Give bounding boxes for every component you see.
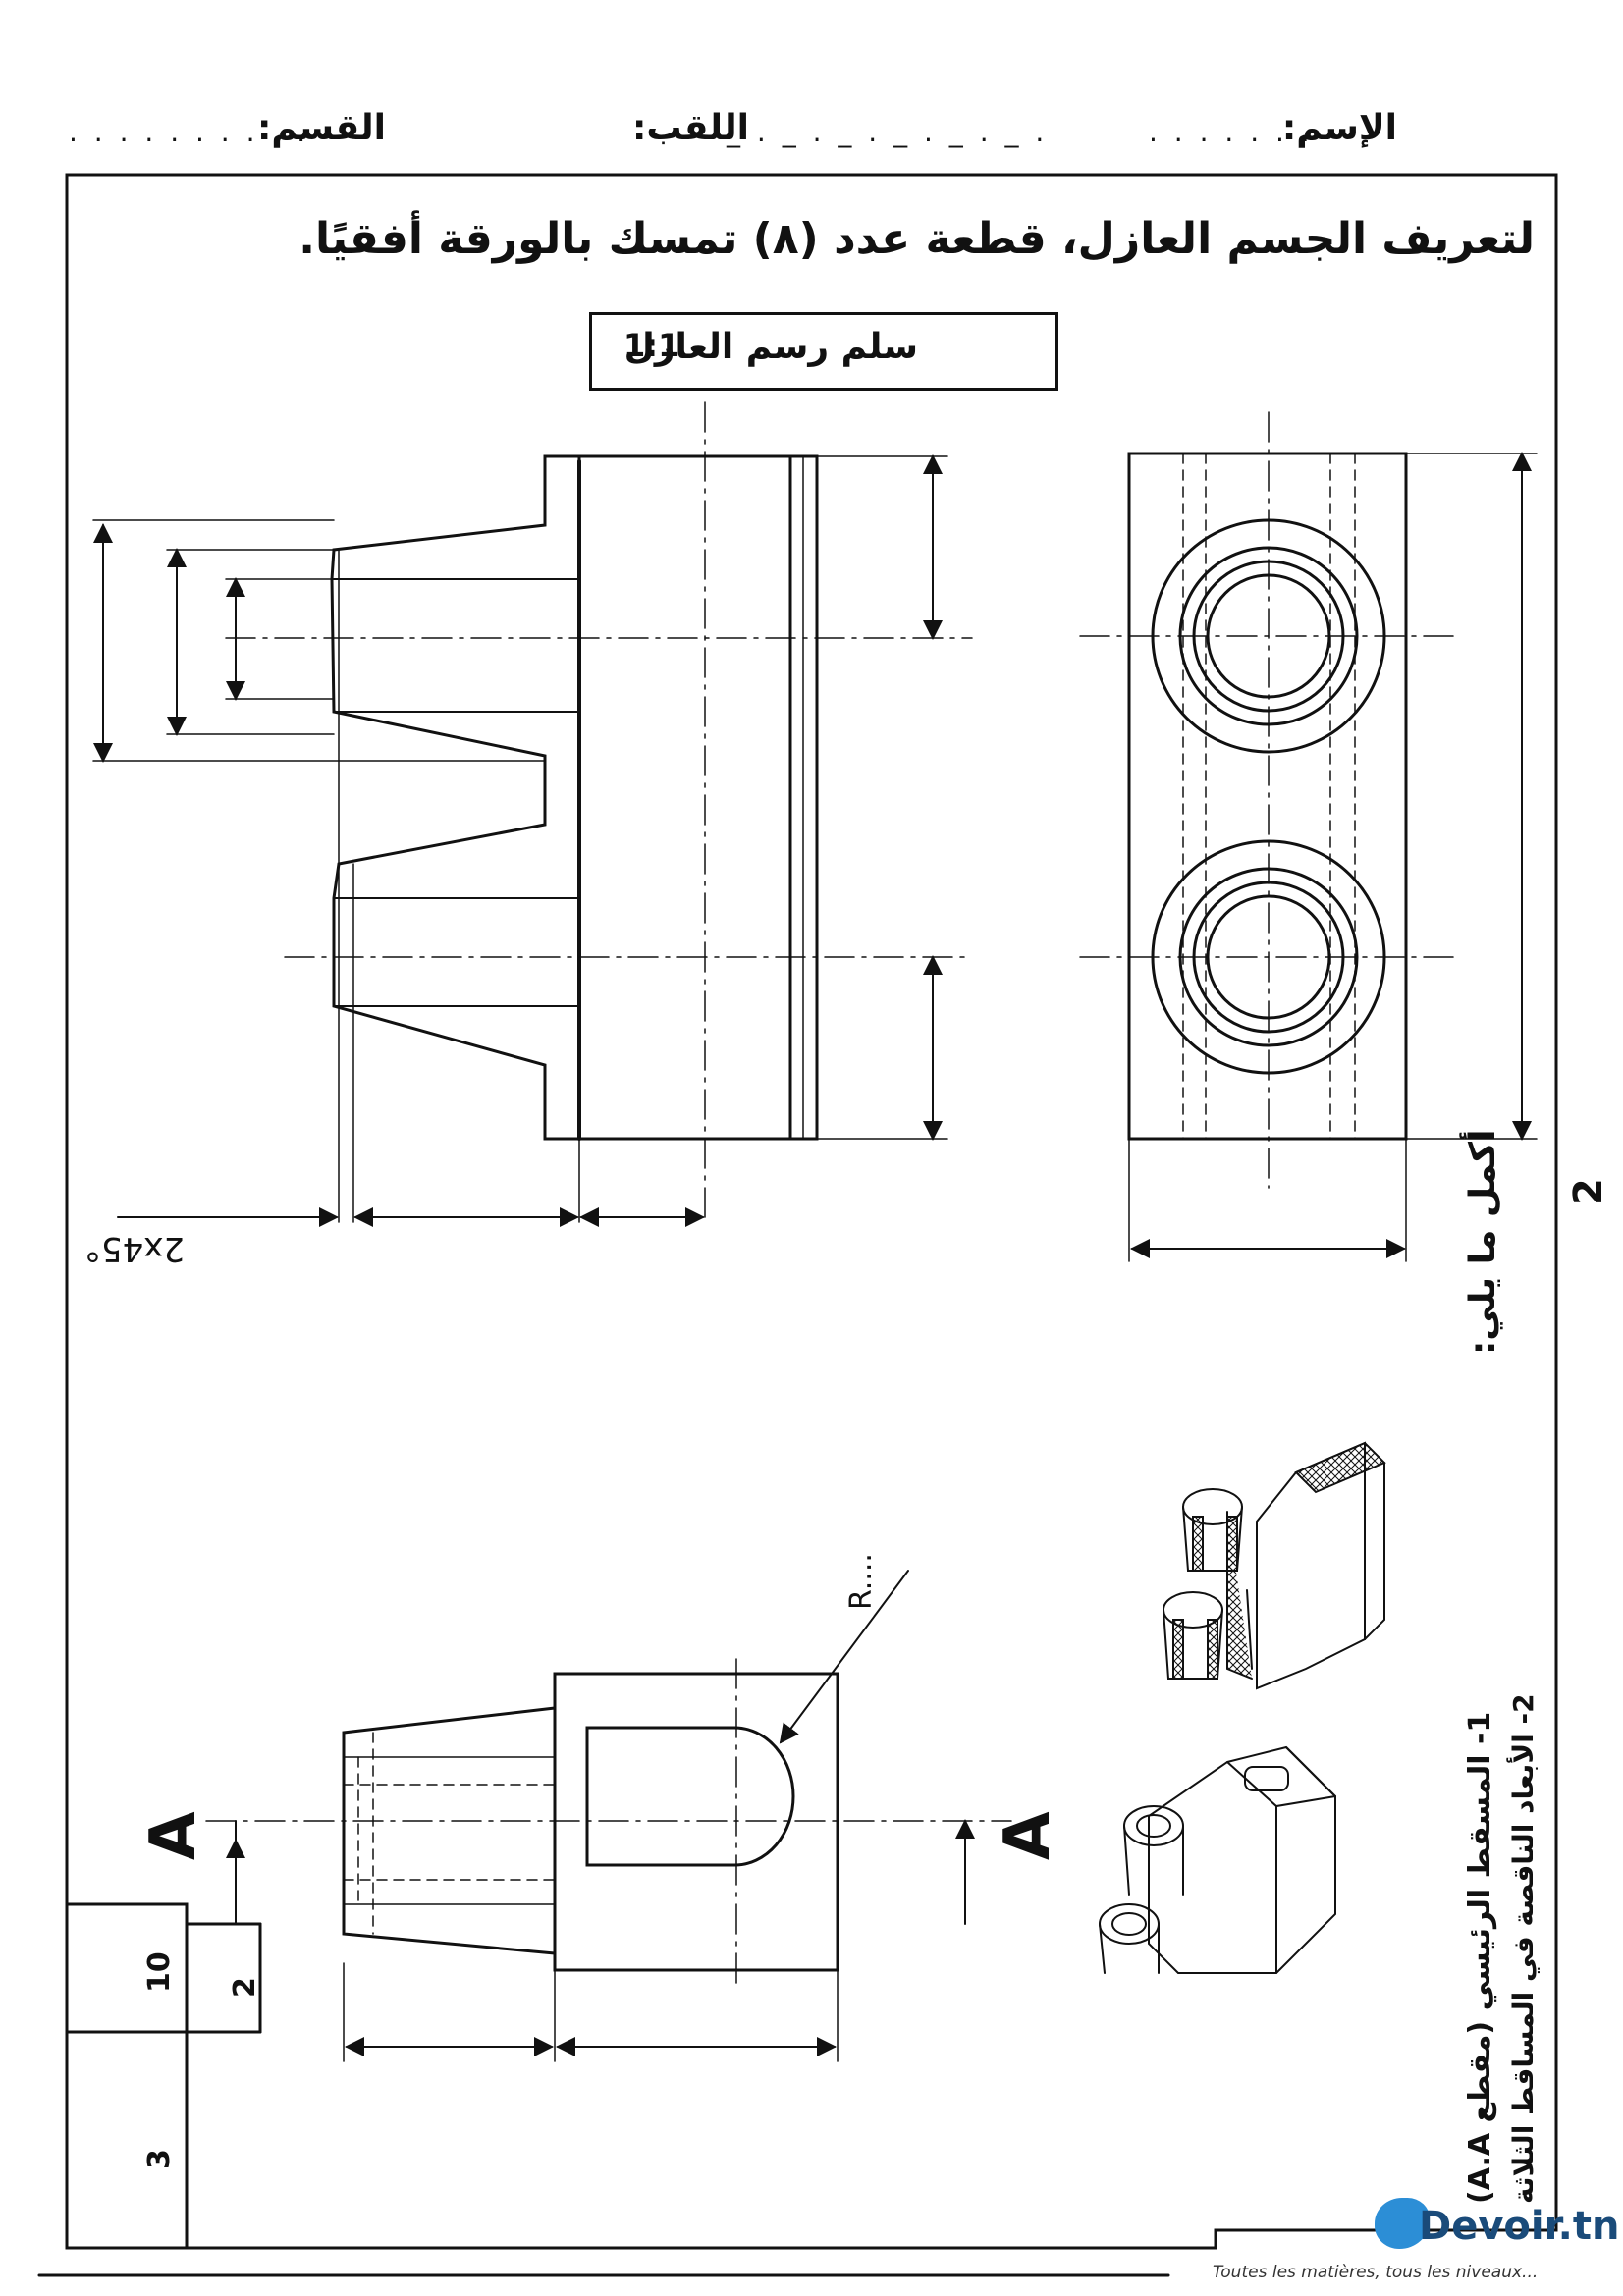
instruction-text: لتعريف الجسم العازل، قطعة عدد (٨) تمسك ب… [298, 214, 1535, 264]
right-view [1079, 411, 1538, 1262]
iso-sketch-solid [1099, 1745, 1336, 1974]
marks-part: 2 [228, 1977, 262, 1998]
devoir-logo[interactable]: Devoir.tn Toutes les matières, tous les … [1213, 2184, 1619, 2292]
name-label: الإسم: [1281, 108, 1397, 148]
task-item-2: 2- الأبعاد الناقصة في المساقط الثلاثة [1507, 1693, 1540, 2204]
scale-box: سلم رسم العازل 1:1 [589, 312, 1058, 391]
bottom-view [205, 1570, 1012, 2062]
left-view [92, 401, 973, 1227]
scale-label: سلم رسم العازل [623, 327, 918, 367]
marks-part2: 3 [142, 2149, 177, 2169]
surname-dots: _ . _ . _ . _ . _ . _ . [727, 116, 1049, 148]
scale-value: 1:1 [623, 327, 680, 364]
name-dots: . . . . . . . [1149, 116, 1314, 148]
brand-tagline: Toutes les matières, tous les niveaux... [1213, 2263, 1539, 2282]
iso-sketch-sectioned [1163, 1441, 1386, 1690]
section-letter-left: A [137, 1811, 210, 1860]
class-label: القسم: [256, 108, 386, 148]
radius-label: R.... [844, 1553, 879, 1610]
task-intro: أكمل ما يلي: [1463, 1129, 1503, 1355]
brand-text: Devoir.tn [1419, 2204, 1620, 2249]
chamfer-label: 2x45° [83, 1229, 185, 1268]
page-number: 2 [1566, 1178, 1611, 1205]
marks-total: 10 [142, 1951, 177, 1993]
surname-label: اللقب: [632, 108, 749, 148]
class-dots: . . . . . . . . . . [69, 116, 310, 148]
section-letter-right: A [992, 1811, 1064, 1860]
splash-icon [1375, 2198, 1430, 2249]
task-item-1: 1- المسقط الرئيسي (مقطع A.A) [1463, 1711, 1497, 2204]
marks-box [65, 1902, 262, 2250]
page-frame [65, 173, 1558, 2250]
